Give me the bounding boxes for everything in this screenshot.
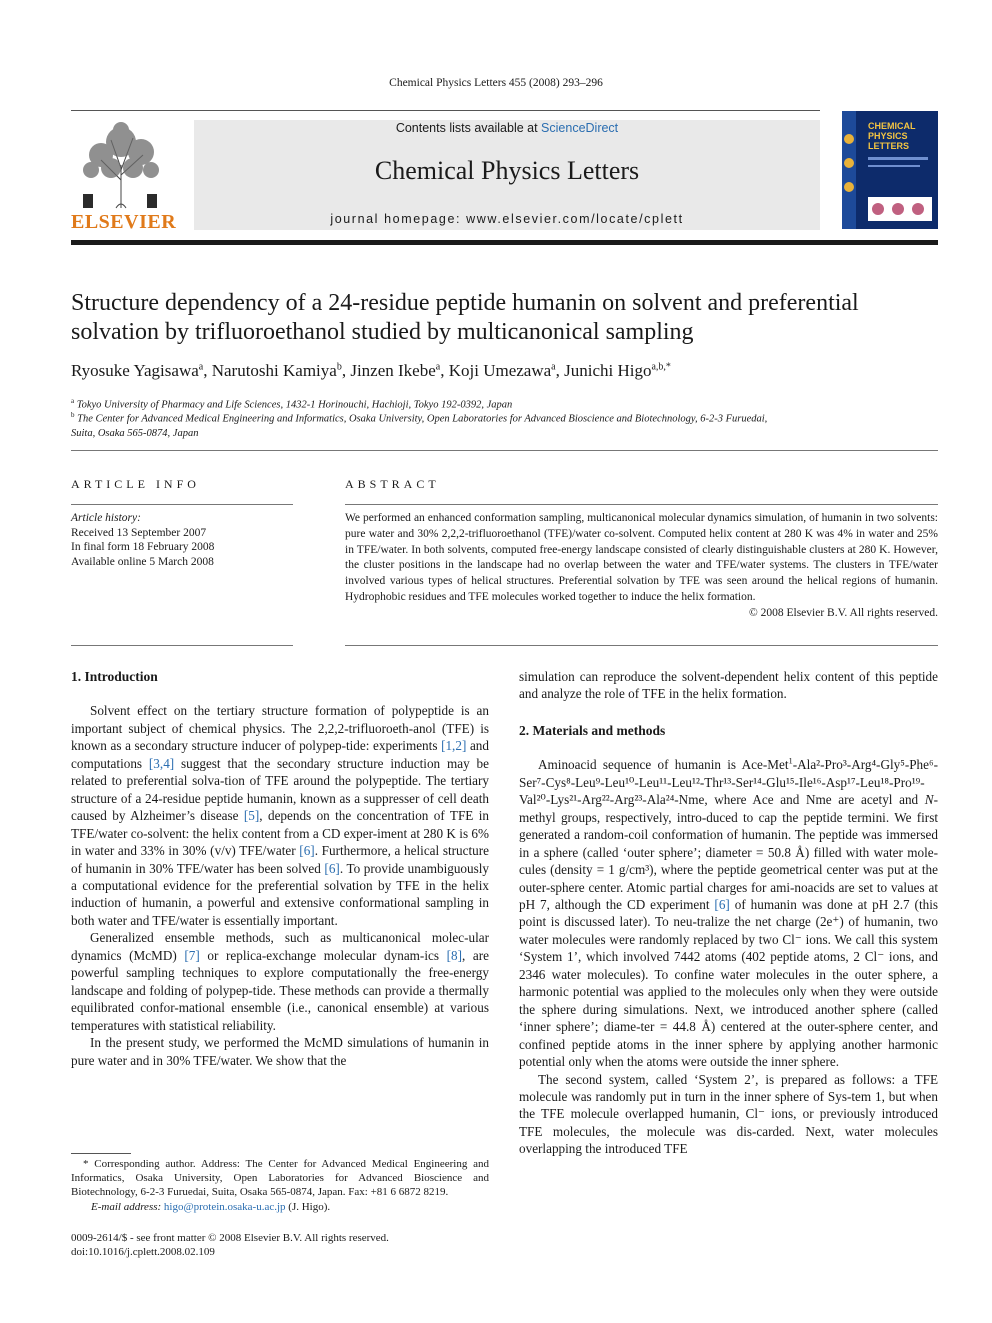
intro-paragraph: Solvent effect on the tertiary structure… [71,702,489,929]
text-run: N [924,792,934,808]
cover-title-line: CHEMICAL [868,121,916,131]
email-label: E-mail address: [91,1200,162,1213]
affiliation-b-text: Suita, Osaka 565-0874, Japan [71,427,199,439]
intro-continuation: simulation can reproduce the solvent-dep… [519,669,938,702]
text-run: , are powerful sampling techniques to ex… [71,947,489,1033]
author-name[interactable]: Junichi Higo [564,361,652,380]
author-affiliation-mark: b [336,361,342,373]
author-name[interactable]: Ryosuke Yagisawa [71,361,199,380]
introduction-heading: 1. Introduction [71,669,158,684]
text-run: . To provide unambiguously a computation… [71,860,489,928]
affiliation-a: a Tokyo University of Pharmacy and Life … [71,397,513,411]
article-history: Article history: Received 13 September 2… [71,511,293,569]
publisher-name: ELSEVIER [71,211,177,233]
online-date: Available online 5 March 2008 [71,555,214,568]
contents-prefix: Contents lists available at [395,121,542,135]
email-link[interactable]: higo@protein.osaka-u.ac.jp [163,1200,286,1213]
author-affiliation-mark: a [198,361,204,373]
journal-name: Chemical Physics Letters [374,156,640,185]
article-title: Structure dependency of a 24-residue pep… [71,290,859,345]
reference-link[interactable]: [8] [446,947,462,963]
author-affiliation-mark: a [551,361,556,373]
text-run: or replica-exchange molecular dynam-ics [199,947,447,963]
methods-paragraph: The second system, called ‘System 2’, is… [519,1071,938,1157]
text-run: of humanin was done at pH 2.7 (this poin… [519,896,939,1070]
abstract-copyright: © 2008 Elsevier B.V. All rights reserved… [749,606,938,619]
reference-link[interactable]: [3,4] [148,755,175,771]
author-name[interactable]: Narutoshi Kamiya [211,361,337,380]
intro-paragraph: Generalized ensemble methods, such as mu… [71,929,489,1034]
article-info-heading: ARTICLE INFO [71,477,200,491]
author-affiliation-mark: a,b,* [651,361,671,373]
email-suffix: (J. Higo). [285,1200,331,1213]
affiliation-b-text: The Center for Advanced Medical Engineer… [77,413,768,425]
elsevier-tree-logo [71,120,171,232]
reference-link[interactable]: [1,2] [441,738,467,754]
sciencedirect-link[interactable]: ScienceDirect [541,121,619,135]
right-column: simulation can reproduce the solvent-dep… [519,668,938,1158]
reference-link[interactable]: [6] [324,860,340,876]
journal-header-box [194,120,820,230]
footnote-rule [71,1153,131,1154]
author-affiliation-mark: a [435,361,441,373]
front-matter-info: 0009-2614/$ - see front matter © 2008 El… [71,1231,389,1259]
abstract-text: We performed an enhanced conformation sa… [345,512,938,603]
header-rule-top [71,110,820,111]
reference-link[interactable]: [6] [714,896,730,912]
corresponding-author-footnote: * Corresponding author. Address: The Cen… [71,1157,489,1214]
info-rule [71,504,293,505]
journal-homepage[interactable]: journal homepage: www.elsevier.com/locat… [330,212,684,226]
cover-title-line: LETTERS [868,141,910,151]
text-run: Aminoacid sequence of humanin is Ace-Met [538,757,789,773]
section-rule [71,450,938,451]
header-thick-rule [71,240,938,245]
author-name[interactable]: Jinzen Ikebe [350,361,436,380]
reference-link[interactable]: [6] [299,843,315,859]
journal-citation: Chemical Physics Letters 455 (2008) 293–… [389,77,603,89]
methods-paragraph: Aminoacid sequence of humanin is Ace-Met… [519,755,939,1070]
cover-art-icon [842,111,932,229]
footnote-text: * Corresponding author. Address: The Cen… [71,1158,489,1199]
cover-title: CHEMICAL PHYSICS LETTERS [868,121,916,151]
footnote-email-line: E-mail address: higo@protein.osaka-u.ac.… [71,1200,489,1214]
abstract-rule [345,504,938,505]
author-list: Ryosuke Yagisawaa, Narutoshi Kamiyab, Ji… [71,361,671,380]
issn-line: 0009-2614/$ - see front matter © 2008 El… [71,1232,389,1244]
methods-heading: 2. Materials and methods [519,722,666,738]
info-rule-bottom [71,645,293,646]
text-run: suggest that the secondary structure ind… [71,755,489,824]
reference-link[interactable]: [7] [184,947,200,963]
received-date: Received 13 September 2007 [71,526,207,539]
affiliation-b: b The Center for Advanced Medical Engine… [71,411,768,439]
abstract-body: We performed an enhanced conformation sa… [345,511,938,622]
contents-line: Contents lists available at ScienceDirec… [194,121,820,135]
affiliation-a-text: Tokyo University of Pharmacy and Life Sc… [76,399,513,411]
text-run: . Furthermore, a helical structure of hu… [71,843,489,876]
tree-icon [71,120,171,210]
text-run: -methyl groups, respectively, intro-duce… [519,792,938,912]
text-run: Generalized ensemble methods, such as mu… [71,930,489,963]
text-run: and computations [71,738,489,771]
history-label: Article history: [71,512,141,524]
sequence-text: -Ala²-Pro³-Arg⁴-Gly⁵-Phe⁶-Ser⁷-Cys⁸-Leu⁹… [519,757,938,808]
abstract-rule-bottom [345,645,938,646]
text-run: , depends on the concentration of TFE in… [71,808,490,859]
intro-paragraph: In the present study, we performed the M… [71,1035,489,1068]
abstract-heading: ABSTRACT [345,477,440,491]
left-column: 1. Introduction Solvent effect on the te… [71,668,489,1069]
reference-link[interactable]: [5] [243,808,260,824]
author-name[interactable]: Koji Umezawa [448,361,552,380]
final-form-date: In final form 18 February 2008 [71,541,215,553]
journal-cover: CHEMICAL PHYSICS LETTERS [842,111,938,229]
text-run: Solvent effect on the tertiary structure… [71,703,489,754]
cover-title-line: PHYSICS [868,131,908,141]
doi-line[interactable]: doi:10.1016/j.cplett.2008.02.109 [71,1246,215,1259]
